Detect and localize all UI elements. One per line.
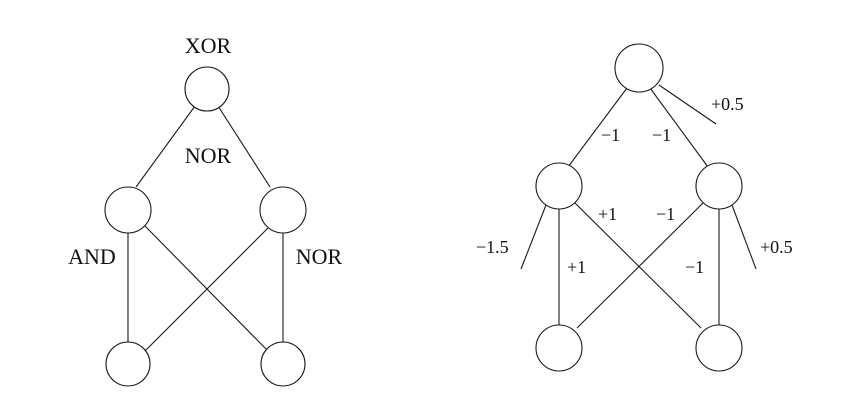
edge-output-to-hidden-left xyxy=(135,105,196,188)
weight-hidden-right-to-output-label: −1 xyxy=(652,125,671,145)
output-node xyxy=(184,66,230,112)
left-hidden-gate-label: AND xyxy=(68,244,116,269)
weight-input-right-to-hidden-right-label: −1 xyxy=(685,257,704,277)
edge-hidden-left-to-input-right xyxy=(144,225,269,352)
weight-input-left-to-hidden-right-label: −1 xyxy=(656,204,675,224)
input-node-right xyxy=(695,324,743,372)
weight-input-right-to-hidden-left-label: +1 xyxy=(598,204,617,224)
hidden-node-left xyxy=(104,186,152,234)
left-network: XOR NOR AND NOR xyxy=(68,33,343,387)
hidden-node-left xyxy=(535,162,583,210)
right-hidden-bias-label: +0.5 xyxy=(760,237,793,257)
edge-hidden-right-to-input-left xyxy=(144,225,271,352)
output-bias-label: +0.5 xyxy=(711,94,744,114)
hidden-output-gate-label: NOR xyxy=(185,143,232,168)
input-node-left xyxy=(535,324,583,372)
output-gate-label: XOR xyxy=(185,33,232,58)
edge-output-to-hidden-right xyxy=(649,87,709,168)
hidden-node-right xyxy=(695,162,743,210)
hidden-node-right xyxy=(259,186,307,234)
output-node xyxy=(614,43,664,93)
edge-output-to-hidden-left xyxy=(567,87,628,168)
weight-input-left-to-hidden-left-label: +1 xyxy=(567,257,586,277)
bias-edge-hidden-right xyxy=(731,204,757,270)
edge-hidden-right-to-input-left xyxy=(576,202,704,329)
weight-hidden-left-to-output-label: −1 xyxy=(601,125,620,145)
left-hidden-bias-label: −1.5 xyxy=(476,237,509,257)
edge-output-to-hidden-right xyxy=(217,105,271,188)
bias-edge-hidden-left xyxy=(520,204,547,270)
input-node-right xyxy=(260,341,306,387)
right-hidden-gate-label: NOR xyxy=(296,244,343,269)
right-network: +0.5 −1 −1 −1.5 +0.5 +1 +1 −1 −1 xyxy=(476,43,793,372)
input-node-left xyxy=(105,341,151,387)
bias-edge-output xyxy=(658,84,717,125)
edge-hidden-left-to-input-right xyxy=(574,202,702,329)
